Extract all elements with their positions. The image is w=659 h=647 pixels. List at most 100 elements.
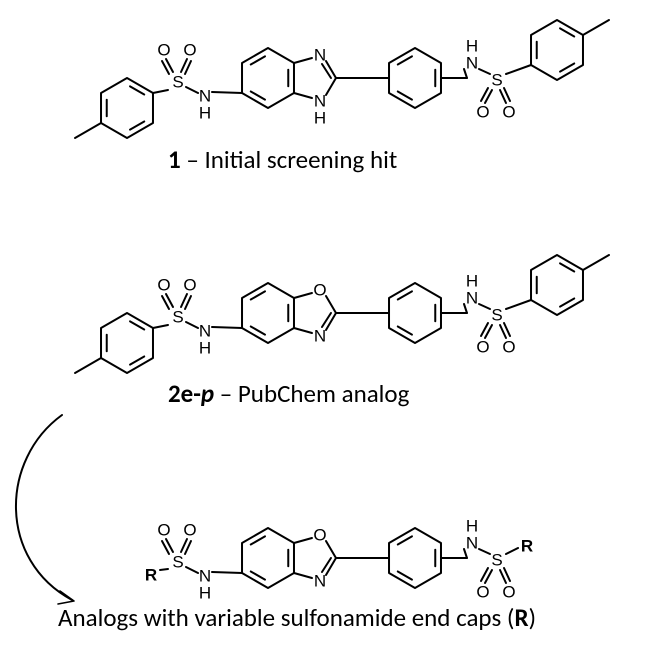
bond [292,92,313,99]
bond [161,295,170,310]
bond [159,568,169,571]
bond [249,325,266,336]
bond [559,262,576,273]
core-heteroatom-top: O [313,526,326,545]
bond [74,122,103,139]
bond [320,312,332,328]
analogs-r-label: R [514,602,529,633]
nitrogen-atom: N [466,54,478,73]
bond [292,572,313,579]
bond [185,321,199,329]
compound-2-number-italic: p [200,378,215,409]
bond [320,557,332,573]
sulfur-atom: S [491,551,502,570]
aromatic-ring [241,282,295,344]
aromatic-ring [241,527,295,589]
oxygen-atom: O [502,583,515,602]
bond [249,570,266,581]
oxygen-atom: O [502,103,515,122]
bond [324,77,337,96]
bond [480,87,489,102]
bond [249,90,266,101]
bond [396,570,413,581]
compound-1-description: Initial screening hit [204,144,398,175]
bond [211,571,244,574]
bond [292,57,313,64]
bond [324,60,337,79]
bond [478,548,491,555]
bond [129,85,146,96]
oxygen-atom: O [476,583,489,602]
oxygen-atom: O [502,338,515,357]
analogs-description-prefix: Analogs with variable sulfonamide end ca… [58,602,515,633]
bond [503,322,511,337]
bond [484,89,493,104]
compound-2-description: PubChem analog [237,378,410,409]
aromatic-ring [100,77,154,139]
bond [74,357,103,374]
bond [185,86,199,94]
bond [161,540,170,555]
bond [180,293,188,308]
sulfur-atom: S [491,71,502,90]
bond [463,548,468,559]
bond [292,537,313,544]
hydrogen-atom: H [466,517,478,536]
bond [503,87,511,102]
bond [480,322,489,337]
bond [129,355,146,366]
r-group-left: R [145,566,157,585]
hydrogen-atom: H [466,37,478,56]
bond [478,68,491,75]
oxygen-atom: O [157,276,170,295]
hydrogen-atom: H [314,109,326,128]
bond [161,60,170,75]
bond [180,538,188,553]
hydrogen-atom: H [199,339,211,358]
bond [249,55,266,66]
bond [559,297,576,308]
oxygen-atom: O [183,41,196,60]
bond [184,540,192,555]
nitrogen-atom: N [466,534,478,553]
bond [249,290,266,301]
bond [129,320,146,331]
bond [396,325,413,336]
aromatic-ring [388,527,442,589]
bond [165,538,174,553]
oxygen-atom: O [183,276,196,295]
bond [505,547,519,555]
bond [292,327,313,334]
bond [505,299,533,310]
caption-dash: – [214,378,238,409]
caption-dash: – [180,144,205,175]
core-heteroatom-bottom: N [314,92,326,111]
bond [559,27,576,38]
bond [463,68,468,79]
oxygen-atom: O [157,521,170,540]
aromatic-ring [530,254,584,316]
bond [478,303,491,310]
oxygen-atom: O [183,521,196,540]
bond [484,324,493,339]
bond [499,324,507,339]
bond [320,63,332,79]
aromatic-ring [100,312,154,374]
bond [324,312,337,331]
bond [324,540,337,559]
core-heteroatom-bottom: N [314,327,326,346]
analogs-description-suffix: ) [528,602,537,633]
hydrogen-atom: H [199,104,211,123]
bond [503,567,511,582]
bond [151,324,169,329]
bond [165,293,174,308]
core-heteroatom-top: N [314,46,326,65]
bond [184,60,192,75]
bond [184,295,192,310]
bond [396,90,413,101]
oxygen-atom: O [157,41,170,60]
sulfur-atom: S [172,73,183,92]
aromatic-ring [241,47,295,109]
